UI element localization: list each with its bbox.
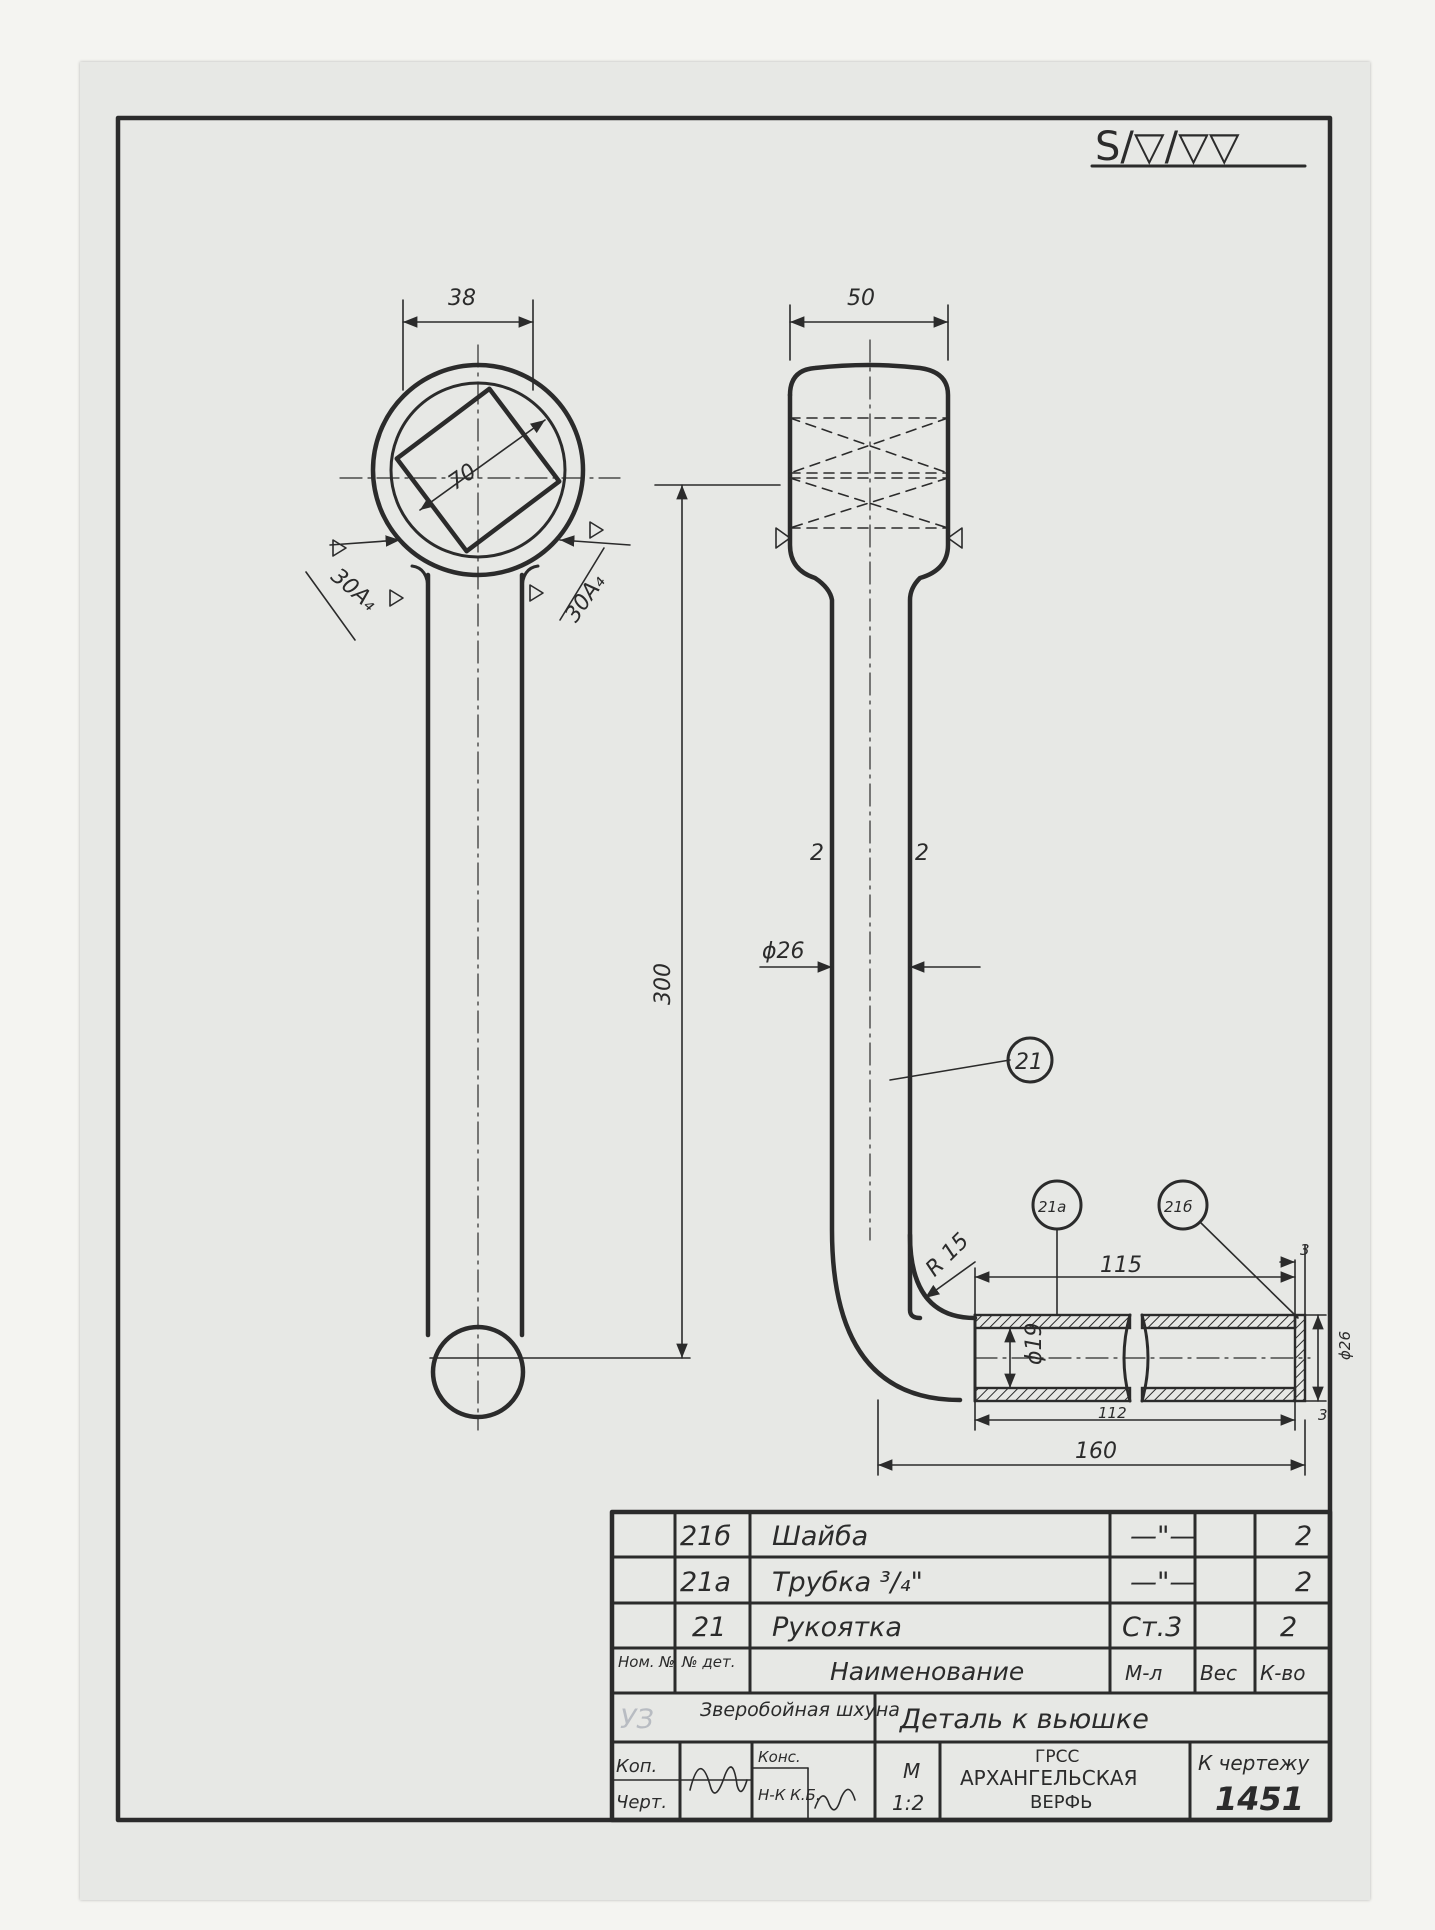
date-mark: [814, 1788, 856, 1811]
label-drawing-dims-inner_diameter: ϕ19: [1022, 1322, 1047, 1365]
label-drawing-dims-thickness_small: 3: [1318, 1406, 1328, 1424]
label-drawing-section_marks-0: 2: [810, 841, 824, 866]
surface-roughness-symbol: S/▽/▽▽: [1090, 124, 1307, 170]
drawing-frame: [115, 115, 1333, 1823]
label-title_block-drawing_ref_label: К чертежу: [1198, 1751, 1310, 1775]
title-block: 21б Шайба —"— 2 21а Трубка ³/₄" —"— 2 21…: [609, 1509, 1333, 1823]
label-drawing-dims-tube_diameter: ϕ26: [762, 939, 805, 964]
label-title_block-vessel: Зверобойная шхуна: [700, 1699, 900, 1721]
label-drawing-callouts-2: 21б: [1164, 1198, 1192, 1216]
label-title_block-header-material: М-л: [1125, 1661, 1162, 1685]
label-title_block-scale_label: М: [903, 1759, 920, 1783]
label-title_block-drawing_ref: 1451: [1215, 1780, 1304, 1818]
label-drawing-callouts-0: 21: [1015, 1050, 1043, 1075]
label-title_block-parts-2-qty: 2: [1280, 1612, 1297, 1643]
label-drawing-dims-bend_radius: R 15: [921, 1229, 974, 1282]
label-title_block-org_line1: ГРСС: [1035, 1747, 1079, 1767]
label-title_block-org_line2: АРХАНГЕЛЬСКАЯ: [960, 1766, 1138, 1790]
left-view-handle: 38 70 30A₄ 30A₄ 300: [305, 286, 781, 1431]
label-drawing-dims-washer_diameter: ϕ26: [1336, 1331, 1354, 1360]
label-title_block-header-weight: Вес: [1200, 1661, 1237, 1685]
label-drawing-dims-overall_length: 300: [651, 963, 676, 1005]
label-drawing-dims-sleeve_inner_length: 112: [1098, 1404, 1127, 1422]
label-title_block-parts-2-name: Рукоятка: [772, 1612, 902, 1643]
label-title_block-parts-2-material: Ст.3: [1122, 1612, 1182, 1643]
drawing-sheet: [80, 62, 1370, 1900]
label-drawing-dims-washer_thickness: 3: [1300, 1241, 1310, 1259]
label-drawing-roughness_symbol: S/▽/▽▽: [1095, 124, 1240, 170]
label-title_block-parts-1-qty: 2: [1295, 1567, 1312, 1598]
label-drawing-dims-chamfer_right: 30A₄: [560, 570, 610, 627]
label-title_block-stamp_code: УЗ: [620, 1704, 654, 1735]
signature-mark: [689, 1766, 748, 1794]
label-drawing-dims-chamfer_left: 30A₄: [326, 564, 382, 617]
label-drawing-section_marks-1: 2: [915, 841, 929, 866]
label-drawing-dims-head_width_right: 50: [847, 286, 875, 311]
label-drawing-dims-head_width_left: 38: [448, 286, 476, 311]
label-title_block-org_line3: ВЕРФЬ: [1030, 1792, 1092, 1813]
label-title_block-parts-2-number: 21: [692, 1612, 726, 1643]
label-title_block-scale: 1:2: [892, 1791, 924, 1815]
label-drawing-dims-total_horizontal: 160: [1075, 1439, 1117, 1464]
label-title_block-parts-0-material: —"—: [1130, 1521, 1196, 1552]
label-title_block-chert_label: Черт.: [616, 1792, 667, 1813]
label-drawing-dims-square_size: 70: [444, 459, 481, 496]
label-title_block-parts-1-number: 21а: [680, 1567, 731, 1598]
label-title_block-parts-1-name: Трубка ³/₄": [772, 1567, 923, 1598]
label-title_block-kop_label: Коп.: [616, 1756, 657, 1777]
label-drawing-callouts-1: 21а: [1038, 1198, 1066, 1216]
label-title_block-kons_label: Конс.: [758, 1748, 801, 1766]
label-title_block-title: Деталь к вьюшке: [899, 1704, 1149, 1735]
label-title_block-parts-0-name: Шайба: [772, 1521, 868, 1552]
label-title_block-parts-0-qty: 2: [1295, 1521, 1312, 1552]
label-title_block-parts-1-material: —"—: [1130, 1567, 1196, 1598]
label-drawing-dims-sleeve_length: 115: [1100, 1253, 1142, 1278]
label-title_block-header-qty: К-во: [1260, 1661, 1305, 1685]
label-title_block-parts-0-number: 21б: [680, 1521, 731, 1552]
right-view-handle: 2 2 50 ϕ26 21 R 15 ϕ19 21а: [759, 286, 1354, 1476]
label-title_block-header-part_no: № дет.: [681, 1653, 735, 1671]
label-title_block-header-pos_no: Ном. №: [618, 1653, 675, 1671]
label-title_block-kons_value: Н-К К.Б.: [758, 1786, 821, 1804]
label-title_block-header-name: Наименование: [830, 1657, 1024, 1686]
